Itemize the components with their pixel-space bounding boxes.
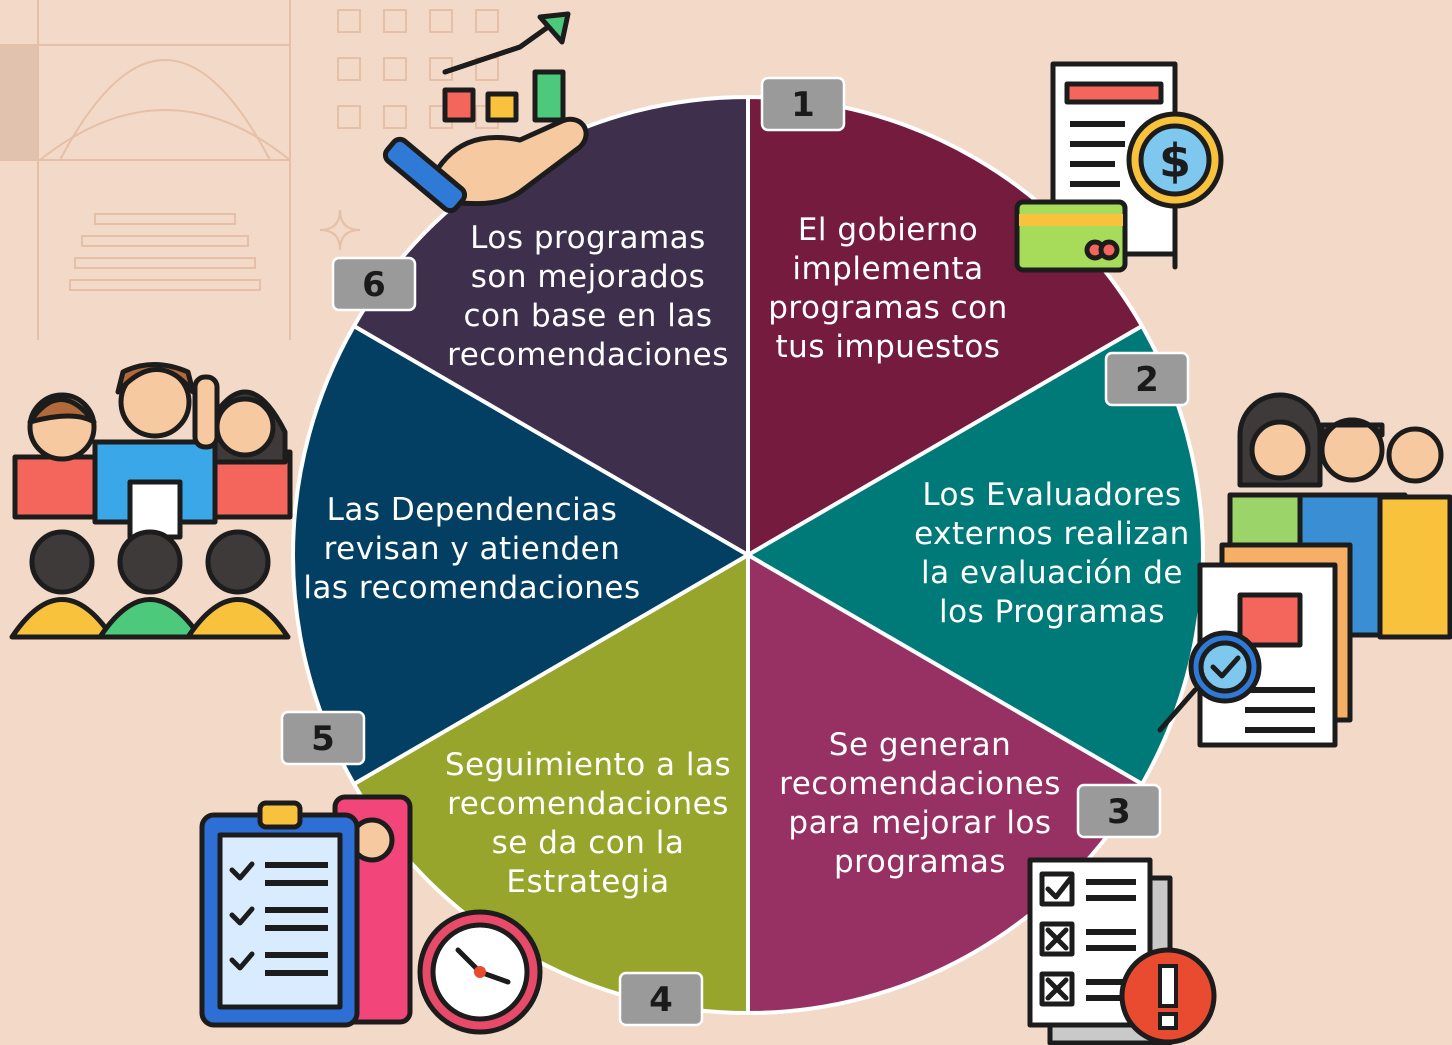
tax-document-money-icon: $ [1014, 61, 1224, 273]
step-badge-4: 4 [618, 971, 704, 1027]
meeting-audience-icon [9, 362, 293, 640]
step-number: 4 [649, 980, 673, 1020]
step-badges: 1 2 3 4 5 6 [280, 76, 1190, 1027]
step-badge-6: 6 [331, 256, 417, 312]
clipboard-clock-icon [199, 794, 543, 1035]
step-number: 6 [362, 265, 386, 305]
segment-label-line: programas [834, 844, 1006, 880]
segment-label-line: recomendaciones [779, 766, 1061, 802]
step-badge-2: 2 [1104, 351, 1190, 407]
segment-label-line: se da con la [492, 825, 685, 861]
segment-label-line: Las Dependencias [327, 492, 618, 528]
segment-label-line: Se generan [829, 727, 1011, 763]
segment-label-line: implementa [792, 251, 983, 287]
step-badge-1: 1 [760, 76, 846, 132]
segment-label-line: las recomendaciones [303, 570, 640, 606]
segment-label-line: recomendaciones [447, 786, 729, 822]
segment-label-line: externos realizan [914, 516, 1190, 552]
checklist-warning-icon [1027, 857, 1217, 1045]
segment-label-line: Estrategia [506, 864, 669, 900]
segment-label-line: programas con [768, 290, 1007, 326]
background-pattern [0, 0, 499, 340]
segment-label-line: Seguimiento a las [445, 747, 731, 783]
segment-label-line: recomendaciones [447, 337, 729, 373]
segment-label-line: revisan y atienden [324, 531, 621, 567]
segment-label-line: Los Evaluadores [922, 477, 1181, 513]
step-number: 2 [1135, 360, 1159, 400]
segment-label-line: tus impuestos [776, 329, 1001, 365]
svg-text:$: $ [1159, 134, 1191, 188]
step-number: 1 [791, 85, 815, 125]
step-badge-3: 3 [1076, 783, 1162, 839]
segment-label-line: son mejorados [471, 259, 706, 295]
segment-label-line: la evaluación de [921, 555, 1183, 591]
segment-label-line: Los programas [470, 220, 706, 256]
segment-label-line: los Programas [939, 594, 1165, 630]
step-number: 3 [1107, 792, 1131, 832]
segment-label-line: con base en las [463, 298, 712, 334]
step-number: 5 [311, 719, 335, 759]
segment-label-line: para mejorar los [788, 805, 1051, 841]
evaluators-report-icon [1157, 392, 1452, 748]
segment-label-line: El gobierno [798, 212, 978, 248]
growth-hand-chart-icon [382, 11, 589, 214]
step-badge-5: 5 [280, 710, 366, 766]
